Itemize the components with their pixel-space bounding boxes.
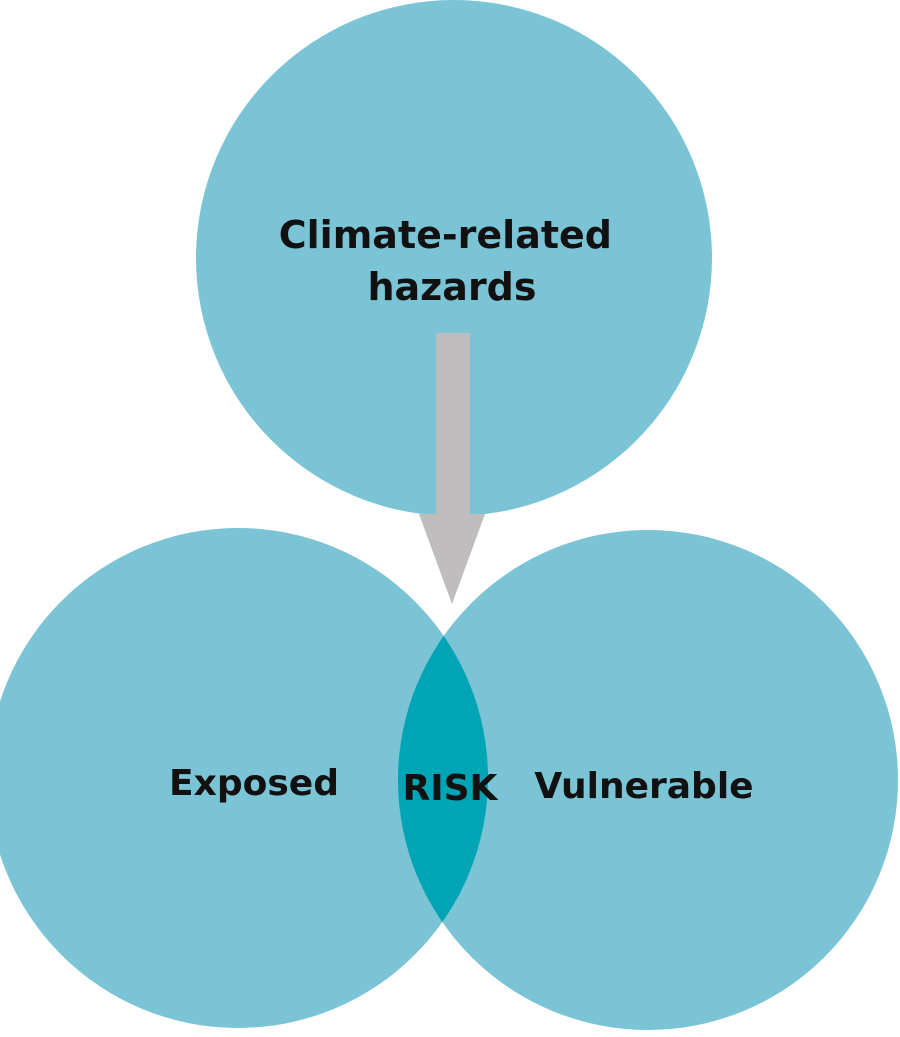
vulnerable-label: Vulnerable	[534, 766, 753, 807]
hazards-label-line2: hazards	[367, 265, 536, 309]
exposed-circle	[0, 528, 488, 1028]
hazards-label-line1: Climate-related	[279, 213, 612, 257]
hazards-circle	[196, 0, 712, 516]
exposed-label: Exposed	[169, 763, 339, 804]
hazards-label: Climate-related hazards	[279, 213, 625, 309]
vulnerable-circle	[398, 530, 898, 1030]
down-arrow-icon	[419, 333, 485, 604]
risk-label: RISK	[403, 768, 499, 809]
